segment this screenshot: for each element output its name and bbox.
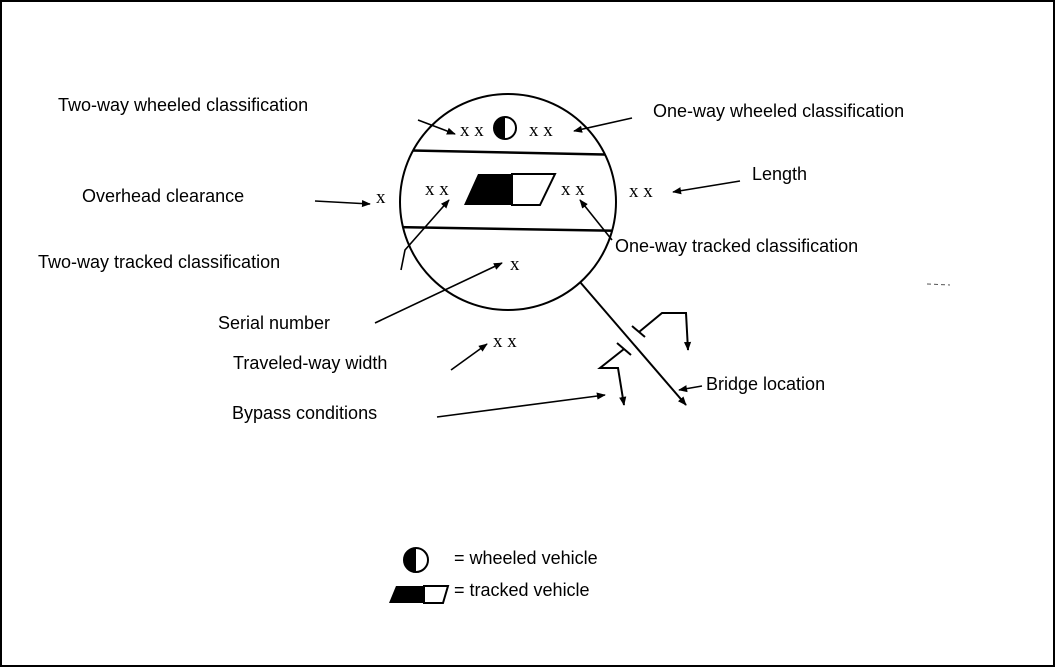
- legend-tracked-icon: [389, 585, 450, 604]
- label-traveled-way-width: Traveled-way width: [233, 353, 387, 373]
- wheeled-symbol: [493, 116, 517, 140]
- overhead-clearance-value: x: [376, 187, 386, 208]
- arrow-two-way-tracked: [400, 199, 450, 271]
- arrow-one-way-tracked: [579, 199, 613, 241]
- bridge-stem-arrow: [579, 281, 687, 406]
- arrow-overhead-clearance: [314, 199, 371, 208]
- arrow-bridge-location: [678, 385, 703, 393]
- one-way-wheeled-value: x x: [529, 120, 553, 141]
- label-one-way-tracked: One-way tracked classification: [615, 236, 858, 256]
- arrow-one-way-wheeled: [573, 117, 633, 133]
- label-overhead-clearance: Overhead clearance: [82, 186, 244, 206]
- label-bridge-location: Bridge location: [706, 374, 825, 394]
- two-way-tracked-value: x x: [425, 179, 449, 200]
- upper-divider: [400, 148, 616, 157]
- tracked-symbol: [464, 173, 557, 206]
- arrow-length: [672, 180, 741, 195]
- legend-tracked-label: = tracked vehicle: [454, 580, 590, 600]
- scan-artifact: [926, 283, 951, 286]
- label-length: Length: [752, 164, 807, 184]
- arrow-bypass-conditions: [436, 392, 606, 418]
- serial-number-value: x: [510, 254, 520, 275]
- legend-wheeled-label: = wheeled vehicle: [454, 548, 598, 568]
- label-serial-number: Serial number: [218, 313, 330, 333]
- sign-circle: [399, 93, 617, 311]
- arrow-two-way-wheeled: [417, 119, 456, 135]
- bypass-arrow-left: [597, 348, 627, 406]
- bypass-tick-upper: [631, 325, 646, 338]
- label-one-way-wheeled: One-way wheeled classification: [653, 101, 904, 121]
- one-way-tracked-value: x x: [561, 179, 585, 200]
- two-way-wheeled-value: x x: [460, 120, 484, 141]
- bypass-arrow-right: [638, 312, 692, 351]
- label-two-way-tracked: Two-way tracked classification: [38, 252, 280, 272]
- traveled-way-width-value: x x: [493, 331, 517, 352]
- label-bypass-conditions: Bypass conditions: [232, 403, 377, 423]
- label-two-way-wheeled: Two-way wheeled classification: [58, 95, 308, 115]
- arrow-traveled-way-width: [450, 343, 488, 371]
- legend-wheeled-icon: [403, 547, 429, 573]
- arrow-serial-number: [374, 262, 503, 324]
- lower-divider: [400, 225, 616, 233]
- length-value: x x: [629, 181, 653, 202]
